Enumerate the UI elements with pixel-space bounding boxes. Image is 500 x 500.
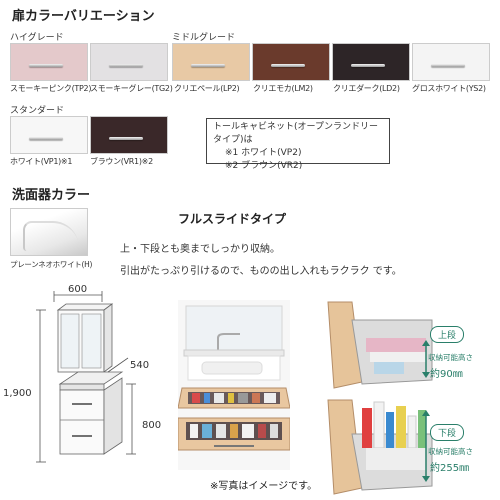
lower-drawer-photo [322,398,492,496]
dimension-drawing [36,291,136,463]
note-line: ※1 ホワイト(VP2) [225,148,302,158]
note-line: トールキャビネット(オープンランドリータイプ)は [213,122,378,145]
handle-icon [351,64,385,67]
door-color-heading: 扉カラーバリエーション [12,9,155,24]
swatch-label: グロスホワイト(YS2) [412,84,486,93]
handle-icon [431,64,465,67]
swatch-smoky-pink [10,43,88,81]
swatch-crie-dark [332,43,410,81]
handle-icon [109,64,143,67]
lower-capacity-value: 約255㎜ [430,463,470,474]
swatch-smoky-gray [90,43,168,81]
handle-icon [29,64,63,67]
swatch-crie-mocha [252,43,330,81]
feature-line-2: 引出がたっぷり引けるので、ものの出し入れもラクラク です。 [120,266,402,277]
swatch-brown [90,116,168,154]
feature-line-1: 上・下段とも奥までしっかり収納。 [120,244,280,255]
upper-badge: 上段 [430,326,465,343]
basin-rim [23,221,79,251]
grade-middle-label: ミドルグレード [172,33,236,43]
tall-cabinet-note: トールキャビネット(オープンランドリータイプ)は ※1 ホワイト(VP2) ※2… [206,118,390,171]
note-line: ※2 ブラウン(VR2) [225,161,303,171]
dim-width: 600 [68,284,88,295]
swatch-label: クリエダーク(LD2) [333,84,400,93]
feature-title: フルスライドタイプ [178,212,287,226]
vanity-photo [178,300,290,470]
swatch-label: クリエモカ(LM2) [253,84,313,93]
upper-capacity-label: 収納可能高さ [428,353,473,362]
grade-standard-label: スタンダード [10,106,65,116]
swatch-white [10,116,88,154]
handle-icon [191,64,225,67]
swatch-gloss-white [412,43,490,81]
basin-label: プレーンネオホワイト(H) [10,260,93,269]
dim-depth: 540 [130,360,150,371]
handle-icon [271,64,305,67]
basin-color-heading: 洗面器カラー [12,188,91,203]
photo-caption: ※写真はイメージです。 [210,481,318,492]
upper-capacity-value: 約90㎜ [430,369,463,380]
dim-height: 1,900 [3,388,32,399]
swatch-crie-pale [172,43,250,81]
swatch-label: スモーキーピンク(TP2) [10,84,92,93]
lower-badge: 下段 [430,424,465,441]
lower-capacity-label: 収納可能高さ [428,447,473,456]
upper-drawer-photo [322,300,492,390]
dim-counter-height: 800 [142,420,162,431]
swatch-label: ブラウン(VR1)※2 [90,157,153,166]
swatch-label: ホワイト(VP1)※1 [10,157,73,166]
basin-swatch [10,208,88,256]
grade-high-label: ハイグレード [10,33,64,43]
swatch-label: スモーキーグレー(TG2) [90,84,173,93]
handle-icon [29,137,63,140]
swatch-label: クリエペール(LP2) [174,84,240,93]
handle-icon [109,137,143,140]
